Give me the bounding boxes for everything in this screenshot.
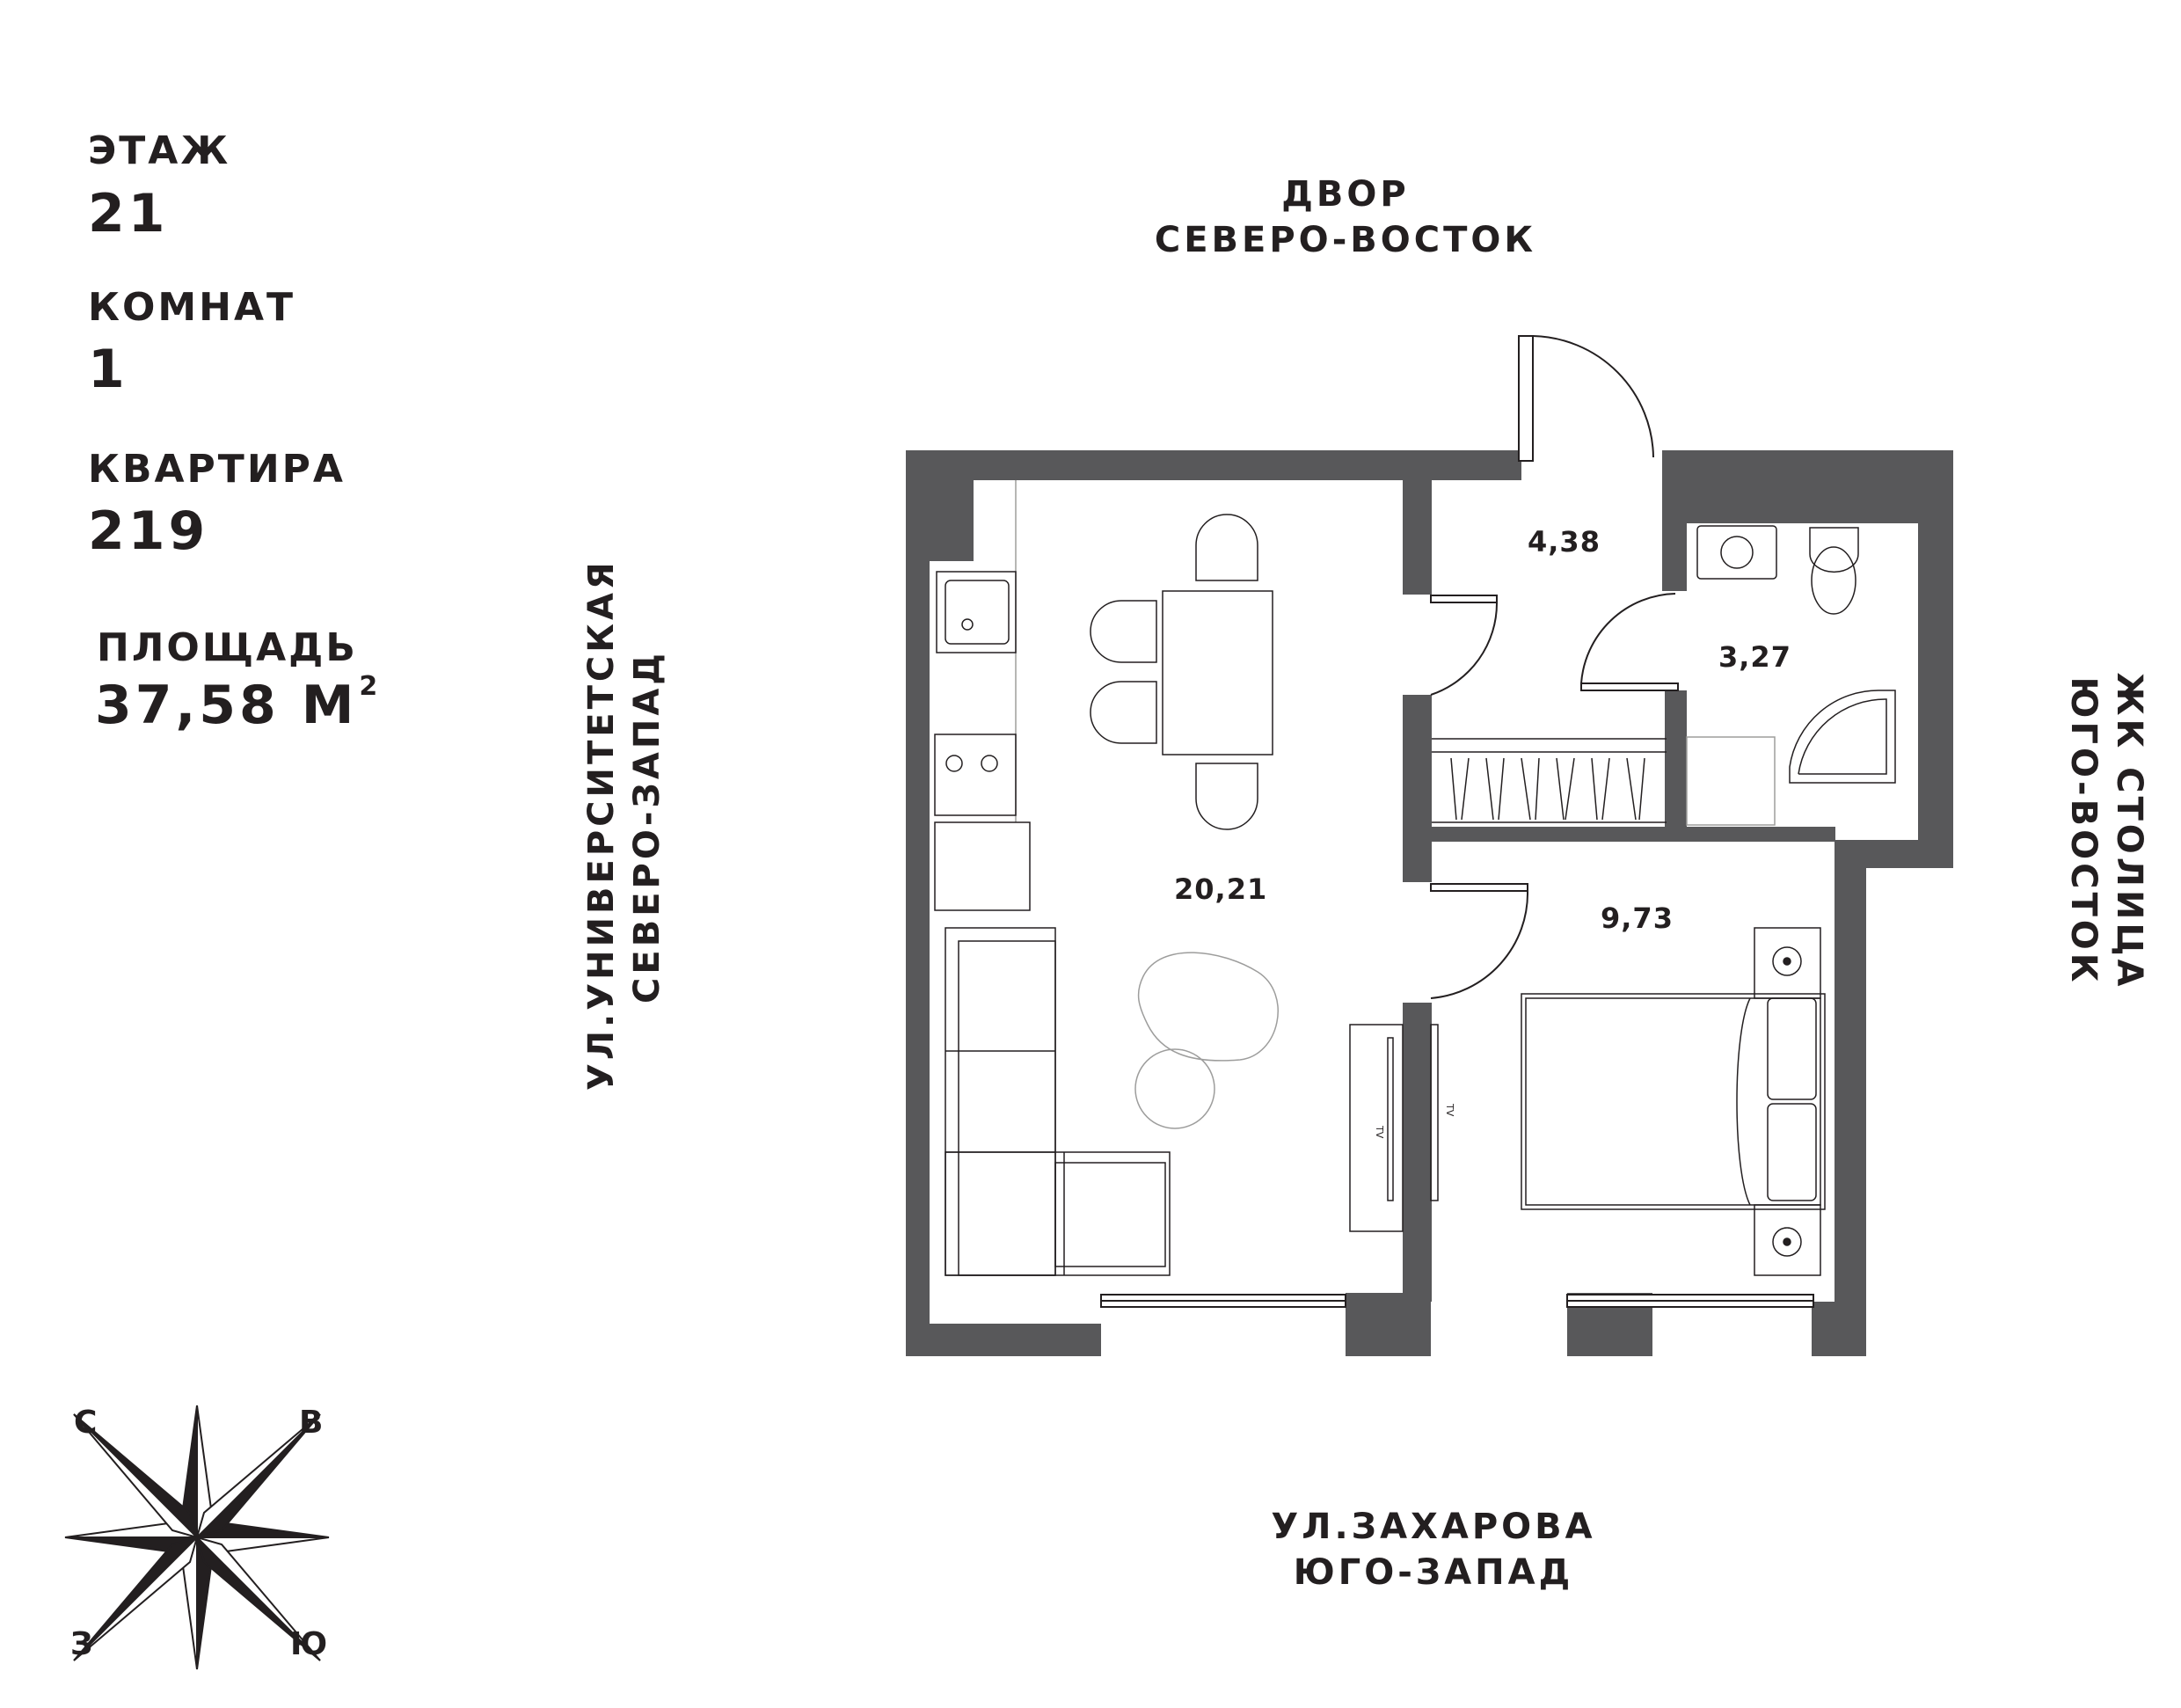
floor-label: ЭТАЖ — [88, 128, 231, 173]
chair — [1090, 600, 1157, 663]
area-value-wrap: 37,58 М2 — [95, 674, 381, 733]
rooms-value-wrap: 1 — [88, 343, 128, 396]
compass-east-label: В — [299, 1405, 324, 1441]
area-label: ПЛОЩАДЬ — [97, 625, 358, 670]
info-block: ЭТАЖ — [88, 132, 230, 171]
room-area-bedroom: 9,73 — [1601, 901, 1674, 935]
pillow — [1767, 997, 1817, 1100]
compass-south-label: Ю — [290, 1626, 328, 1662]
apartment-label: КВАРТИРА — [88, 447, 346, 492]
chair — [1195, 763, 1258, 830]
chair — [1195, 514, 1258, 581]
dining-table — [1162, 590, 1273, 755]
compass-rose-icon — [64, 1405, 330, 1670]
apartment-value: 219 — [88, 500, 209, 562]
rooms-label-wrap: КОМНАТ — [88, 288, 295, 327]
compass-west-label: З — [70, 1626, 93, 1662]
tv-units — [1349, 1024, 1439, 1232]
nightstand — [1754, 927, 1821, 999]
orientation-top: ДВОР СЕВЕРО-ВОСТОК — [1143, 172, 1548, 263]
orientation-bottom-line1: УЛ.ЗАХАРОВА — [1271, 1507, 1596, 1547]
area-label-wrap: ПЛОЩАДЬ — [97, 629, 358, 668]
floor-value: 21 — [88, 183, 169, 245]
tv-label-bedroom: TV — [1444, 1103, 1455, 1117]
dining — [1090, 514, 1273, 830]
rooms-value: 1 — [88, 339, 128, 400]
wardrobe — [1432, 738, 1667, 823]
shower — [1789, 690, 1896, 784]
bedroom-furniture — [1521, 927, 1826, 1276]
area-value: 37,58 М2 — [95, 674, 381, 733]
room-area-bathroom: 3,27 — [1718, 640, 1791, 674]
toilet — [1809, 527, 1859, 573]
fridge — [934, 821, 1031, 911]
walls — [906, 450, 1953, 1356]
tv-stand-living — [1349, 1024, 1404, 1232]
entrance-door-swing — [1532, 335, 1654, 458]
cooktop — [934, 734, 1017, 816]
washbasin — [1696, 525, 1777, 580]
area-unit: М — [301, 675, 358, 736]
compass-north-label: С — [74, 1405, 98, 1441]
area-unit-sup: 2 — [359, 671, 382, 702]
sofa — [945, 927, 1171, 1276]
bed — [1521, 993, 1826, 1210]
nightstand — [1754, 1204, 1821, 1276]
tv-stand-bedroom — [1430, 1024, 1439, 1201]
orientation-bottom-line2: ЮГО-ЗАПАД — [1293, 1552, 1574, 1593]
windows — [1100, 1294, 1814, 1308]
floor-value-wrap: 21 — [88, 187, 169, 240]
apartment-value-wrap: 219 — [88, 505, 208, 558]
coffee-tables — [1134, 952, 1279, 1129]
room-area-hall: 4,38 — [1528, 525, 1601, 558]
doors — [1430, 335, 1679, 999]
entrance-door-leaf — [1518, 335, 1534, 462]
pillow — [1767, 1103, 1817, 1201]
orientation-top-line1: ДВОР — [1281, 174, 1410, 215]
sink — [936, 571, 1017, 653]
chair — [1090, 681, 1157, 744]
apartment-label-wrap: КВАРТИРА — [88, 450, 346, 489]
kitchen — [934, 480, 1031, 911]
room-area-living: 20,21 — [1174, 872, 1267, 906]
bathroom — [1686, 525, 1896, 826]
orientation-top-line2: СЕВЕРО-ВОСТОК — [1154, 220, 1537, 260]
orientation-bottom: УЛ.ЗАХАРОВА ЮГО-ЗАПАД — [1231, 1504, 1636, 1595]
area-number: 37,58 — [95, 675, 280, 736]
rooms-label: КОМНАТ — [88, 285, 296, 330]
tv-label-living: TV — [1374, 1125, 1385, 1139]
